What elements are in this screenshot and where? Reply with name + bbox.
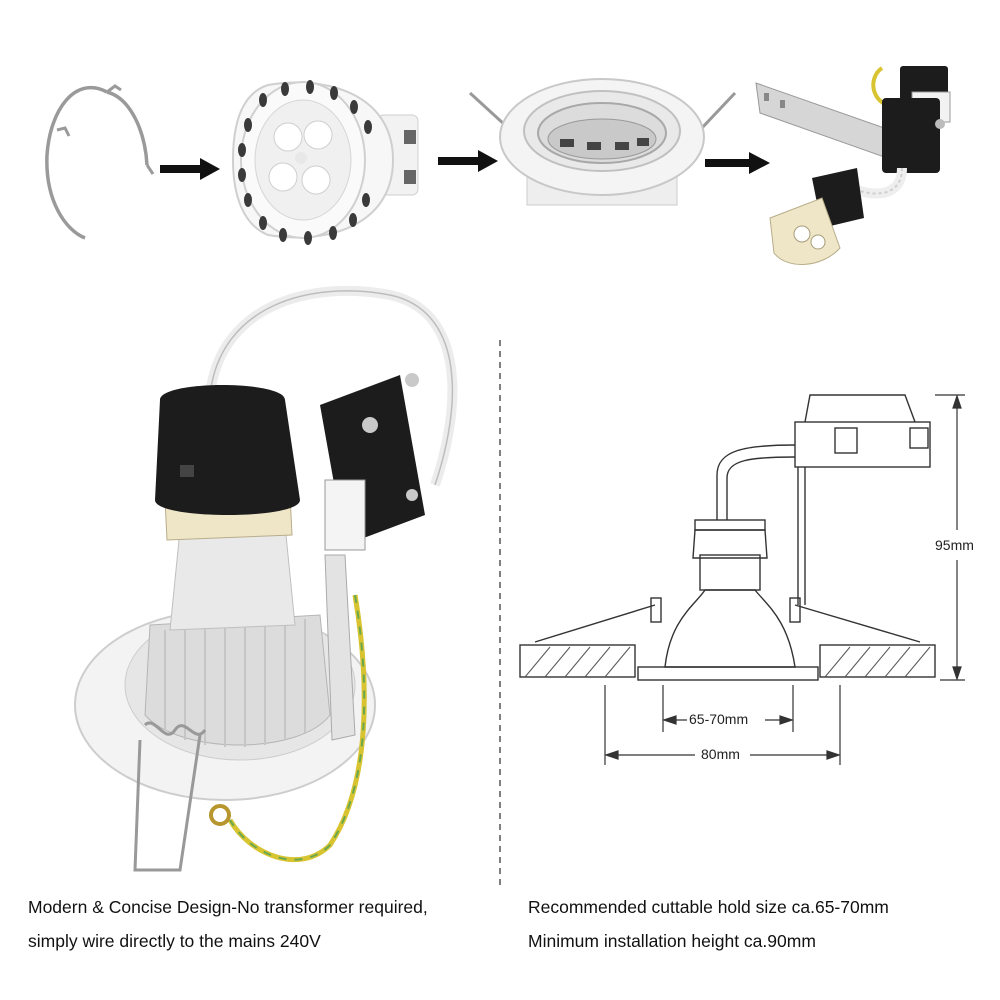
width-dimension-label: 80mm — [701, 746, 740, 762]
right-caption-line-1: Recommended cuttable hold size ca.65-70m… — [528, 897, 889, 917]
arrow-right-icon — [160, 158, 220, 180]
height-dimension-label: 95mm — [935, 537, 974, 553]
left-caption-line-1: Modern & Concise Design-No transformer r… — [28, 897, 428, 917]
tilt-ring-image — [468, 78, 737, 206]
right-caption: Recommended cuttable hold size ca.65-70m… — [528, 890, 889, 958]
gu10-socket-image — [755, 66, 951, 265]
left-caption-line-2: simply wire directly to the mains 240V — [28, 931, 321, 951]
arrow-right-icon — [438, 150, 498, 172]
installation-diagram: 95mm 65-70mm 80mm — [519, 394, 974, 765]
spring-clip-image — [45, 84, 155, 240]
components-row — [0, 0, 1000, 290]
left-caption: Modern & Concise Design-No transformer r… — [28, 890, 428, 958]
hole-dimension-label: 65-70mm — [689, 711, 748, 727]
section-divider — [499, 340, 501, 890]
assembled-downlight-image — [74, 285, 458, 872]
arrow-right-icon — [705, 152, 770, 174]
led-bulb-image — [231, 80, 419, 245]
right-caption-line-2: Minimum installation height ca.90mm — [528, 931, 816, 951]
